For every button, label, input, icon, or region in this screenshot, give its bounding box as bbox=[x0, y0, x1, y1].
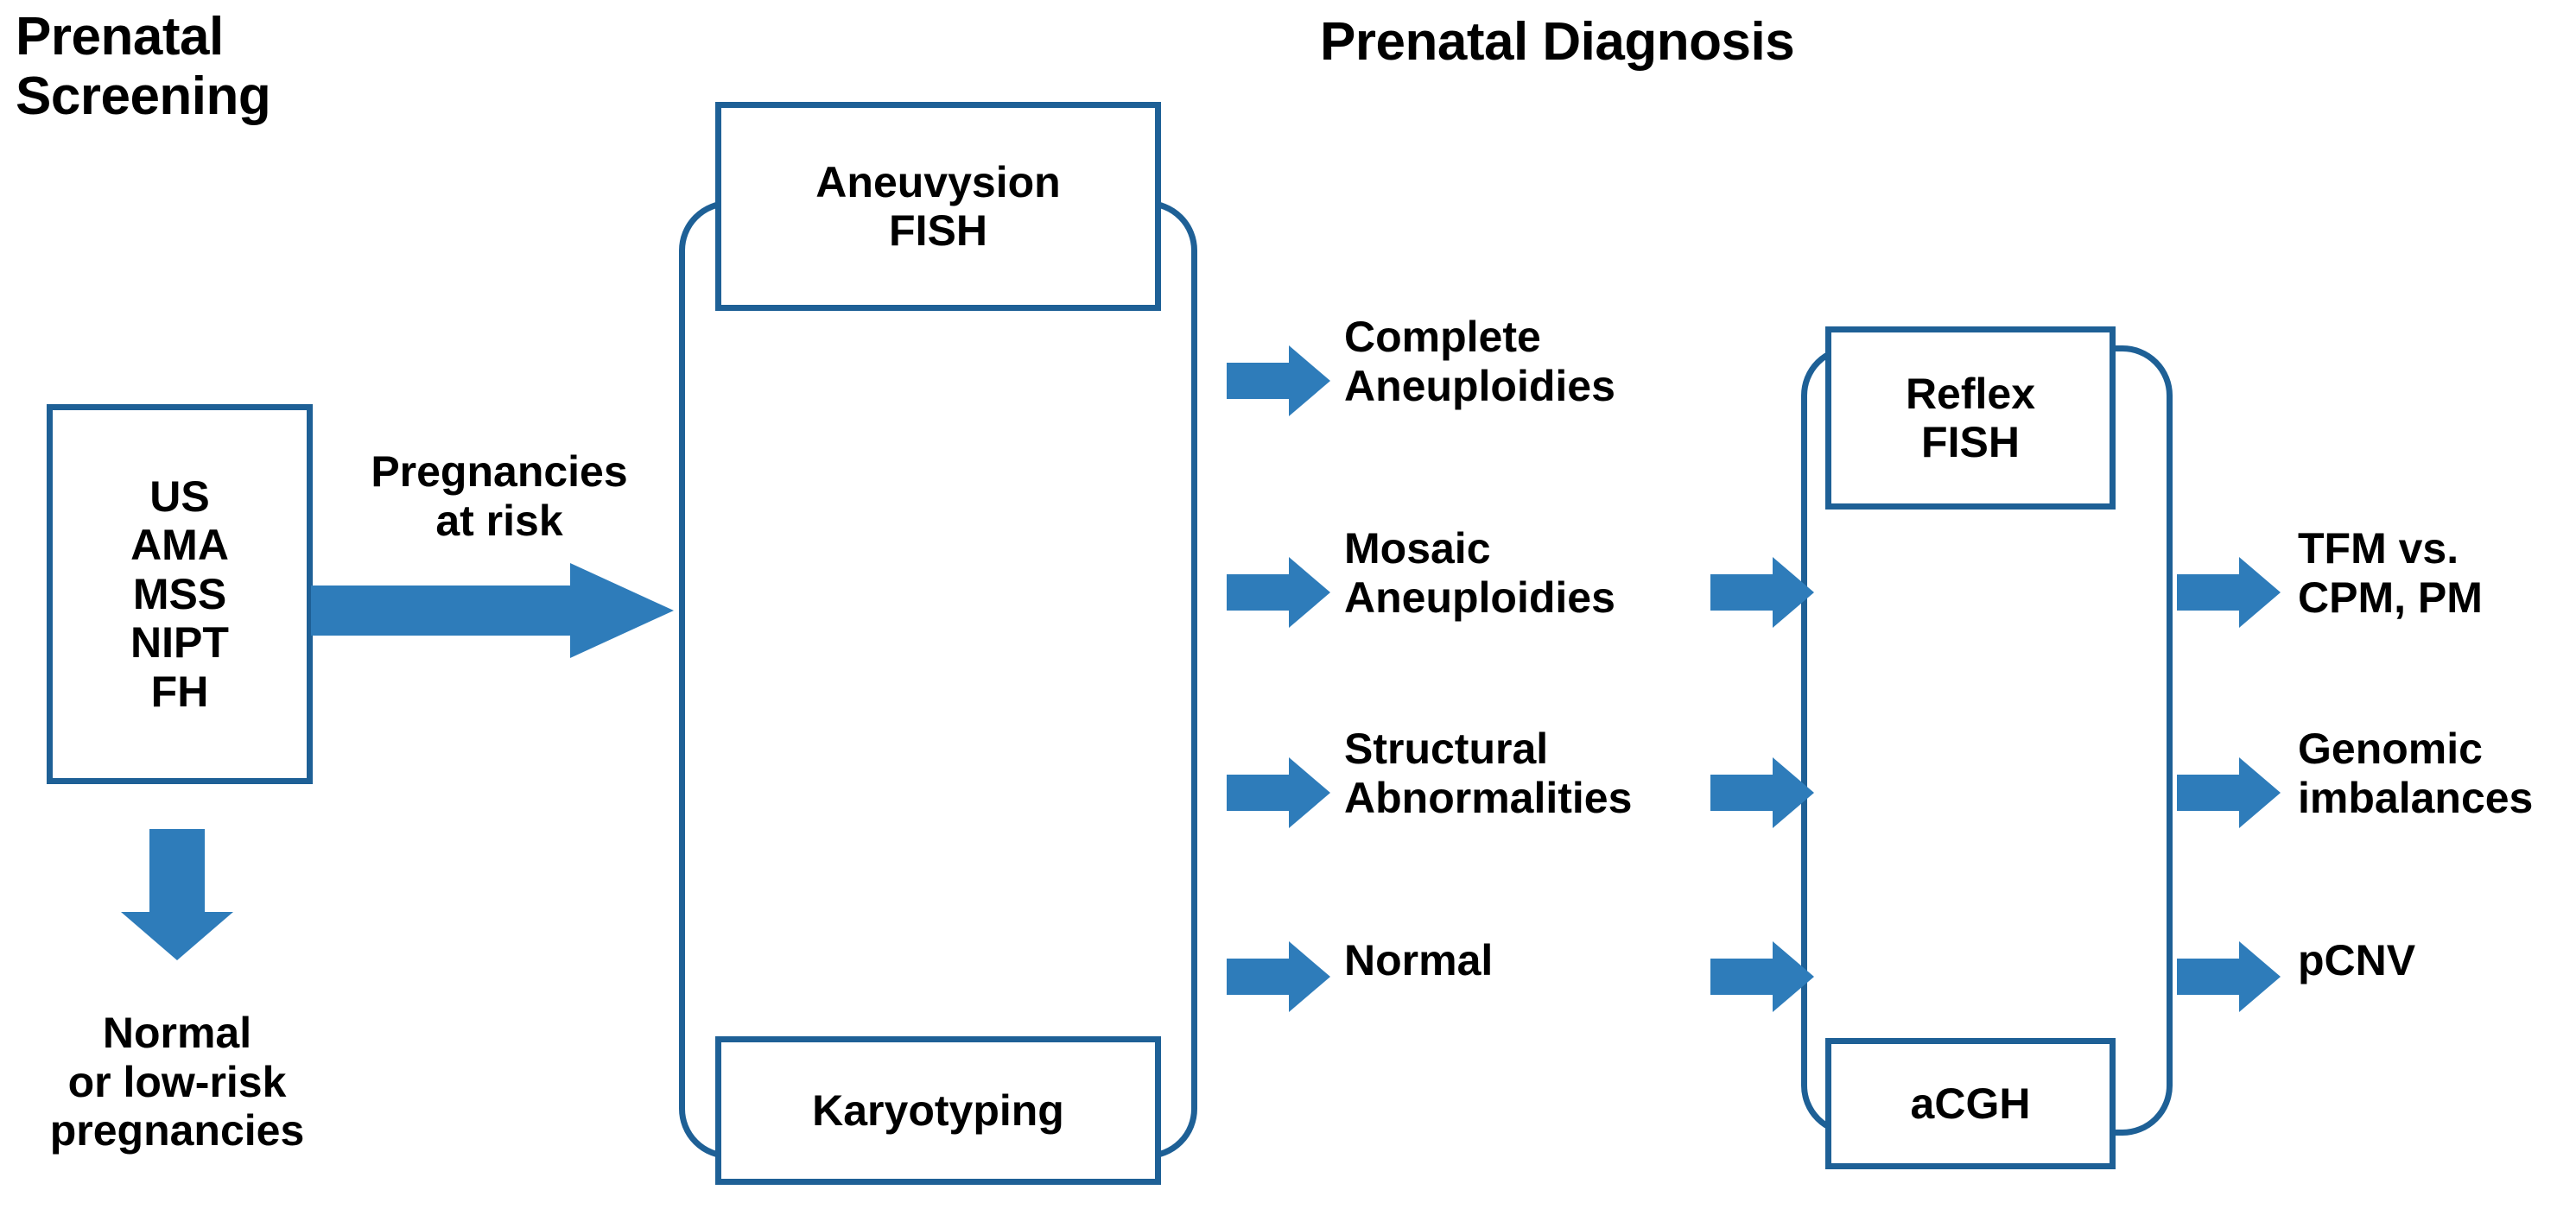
group2-result-3-arrow-icon bbox=[2177, 941, 2281, 1012]
group2-result-3-label: pCNV bbox=[2298, 936, 2416, 984]
group1-result-1-arrow-icon bbox=[1227, 345, 1330, 416]
method-box-karyotyping-label: Karyotyping bbox=[812, 1086, 1064, 1135]
method-box-reflex-fish-label: Reflex FISH bbox=[1905, 369, 2036, 467]
method-box-aneuvysion-fish[interactable]: Aneuvysion FISH bbox=[715, 102, 1161, 311]
page-title-prenatal-screening: Prenatal Screening bbox=[16, 7, 271, 127]
group2-result-2-arrow-icon bbox=[2177, 757, 2281, 828]
method-box-acgh[interactable]: aCGH bbox=[1825, 1038, 2116, 1169]
screening-indications-label: US AMA MSS NIPT FH bbox=[130, 472, 229, 716]
method-box-aneuvysion-fish-label: Aneuvysion FISH bbox=[815, 157, 1061, 256]
into-group2-arrow-1-icon bbox=[1710, 557, 1814, 628]
group1-result-1-label: Complete Aneuploidies bbox=[1344, 313, 1615, 410]
group2-result-1-label: TFM vs. CPM, PM bbox=[2298, 524, 2483, 622]
low-risk-outcome-label: Normal or low-risk pregnancies bbox=[49, 1009, 305, 1155]
pregnancies-at-risk-label: Pregnancies at risk bbox=[371, 447, 628, 545]
pregnancies-at-risk-arrow-icon bbox=[311, 563, 674, 658]
low-risk-down-arrow-icon bbox=[121, 829, 233, 960]
group1-result-2-label: Mosaic Aneuploidies bbox=[1344, 524, 1615, 622]
method-box-acgh-label: aCGH bbox=[1910, 1079, 2031, 1128]
group1-result-3-label: Structural Abnormalities bbox=[1344, 725, 1633, 822]
page-title-prenatal-diagnosis: Prenatal Diagnosis bbox=[1320, 12, 1795, 72]
into-group2-arrow-2-icon bbox=[1710, 757, 1814, 828]
into-group2-arrow-3-icon bbox=[1710, 941, 1814, 1012]
group1-result-4-label: Normal bbox=[1344, 936, 1494, 984]
group1-result-4-arrow-icon bbox=[1227, 941, 1330, 1012]
group1-result-3-arrow-icon bbox=[1227, 757, 1330, 828]
screening-indications-box[interactable]: US AMA MSS NIPT FH bbox=[47, 404, 313, 784]
group2-result-1-arrow-icon bbox=[2177, 557, 2281, 628]
group1-result-2-arrow-icon bbox=[1227, 557, 1330, 628]
group2-result-2-label: Genomic imbalances bbox=[2298, 725, 2534, 822]
diagnosis-group-1-capsule bbox=[679, 200, 1197, 1159]
method-box-reflex-fish[interactable]: Reflex FISH bbox=[1825, 326, 2116, 510]
method-box-karyotyping[interactable]: Karyotyping bbox=[715, 1036, 1161, 1185]
